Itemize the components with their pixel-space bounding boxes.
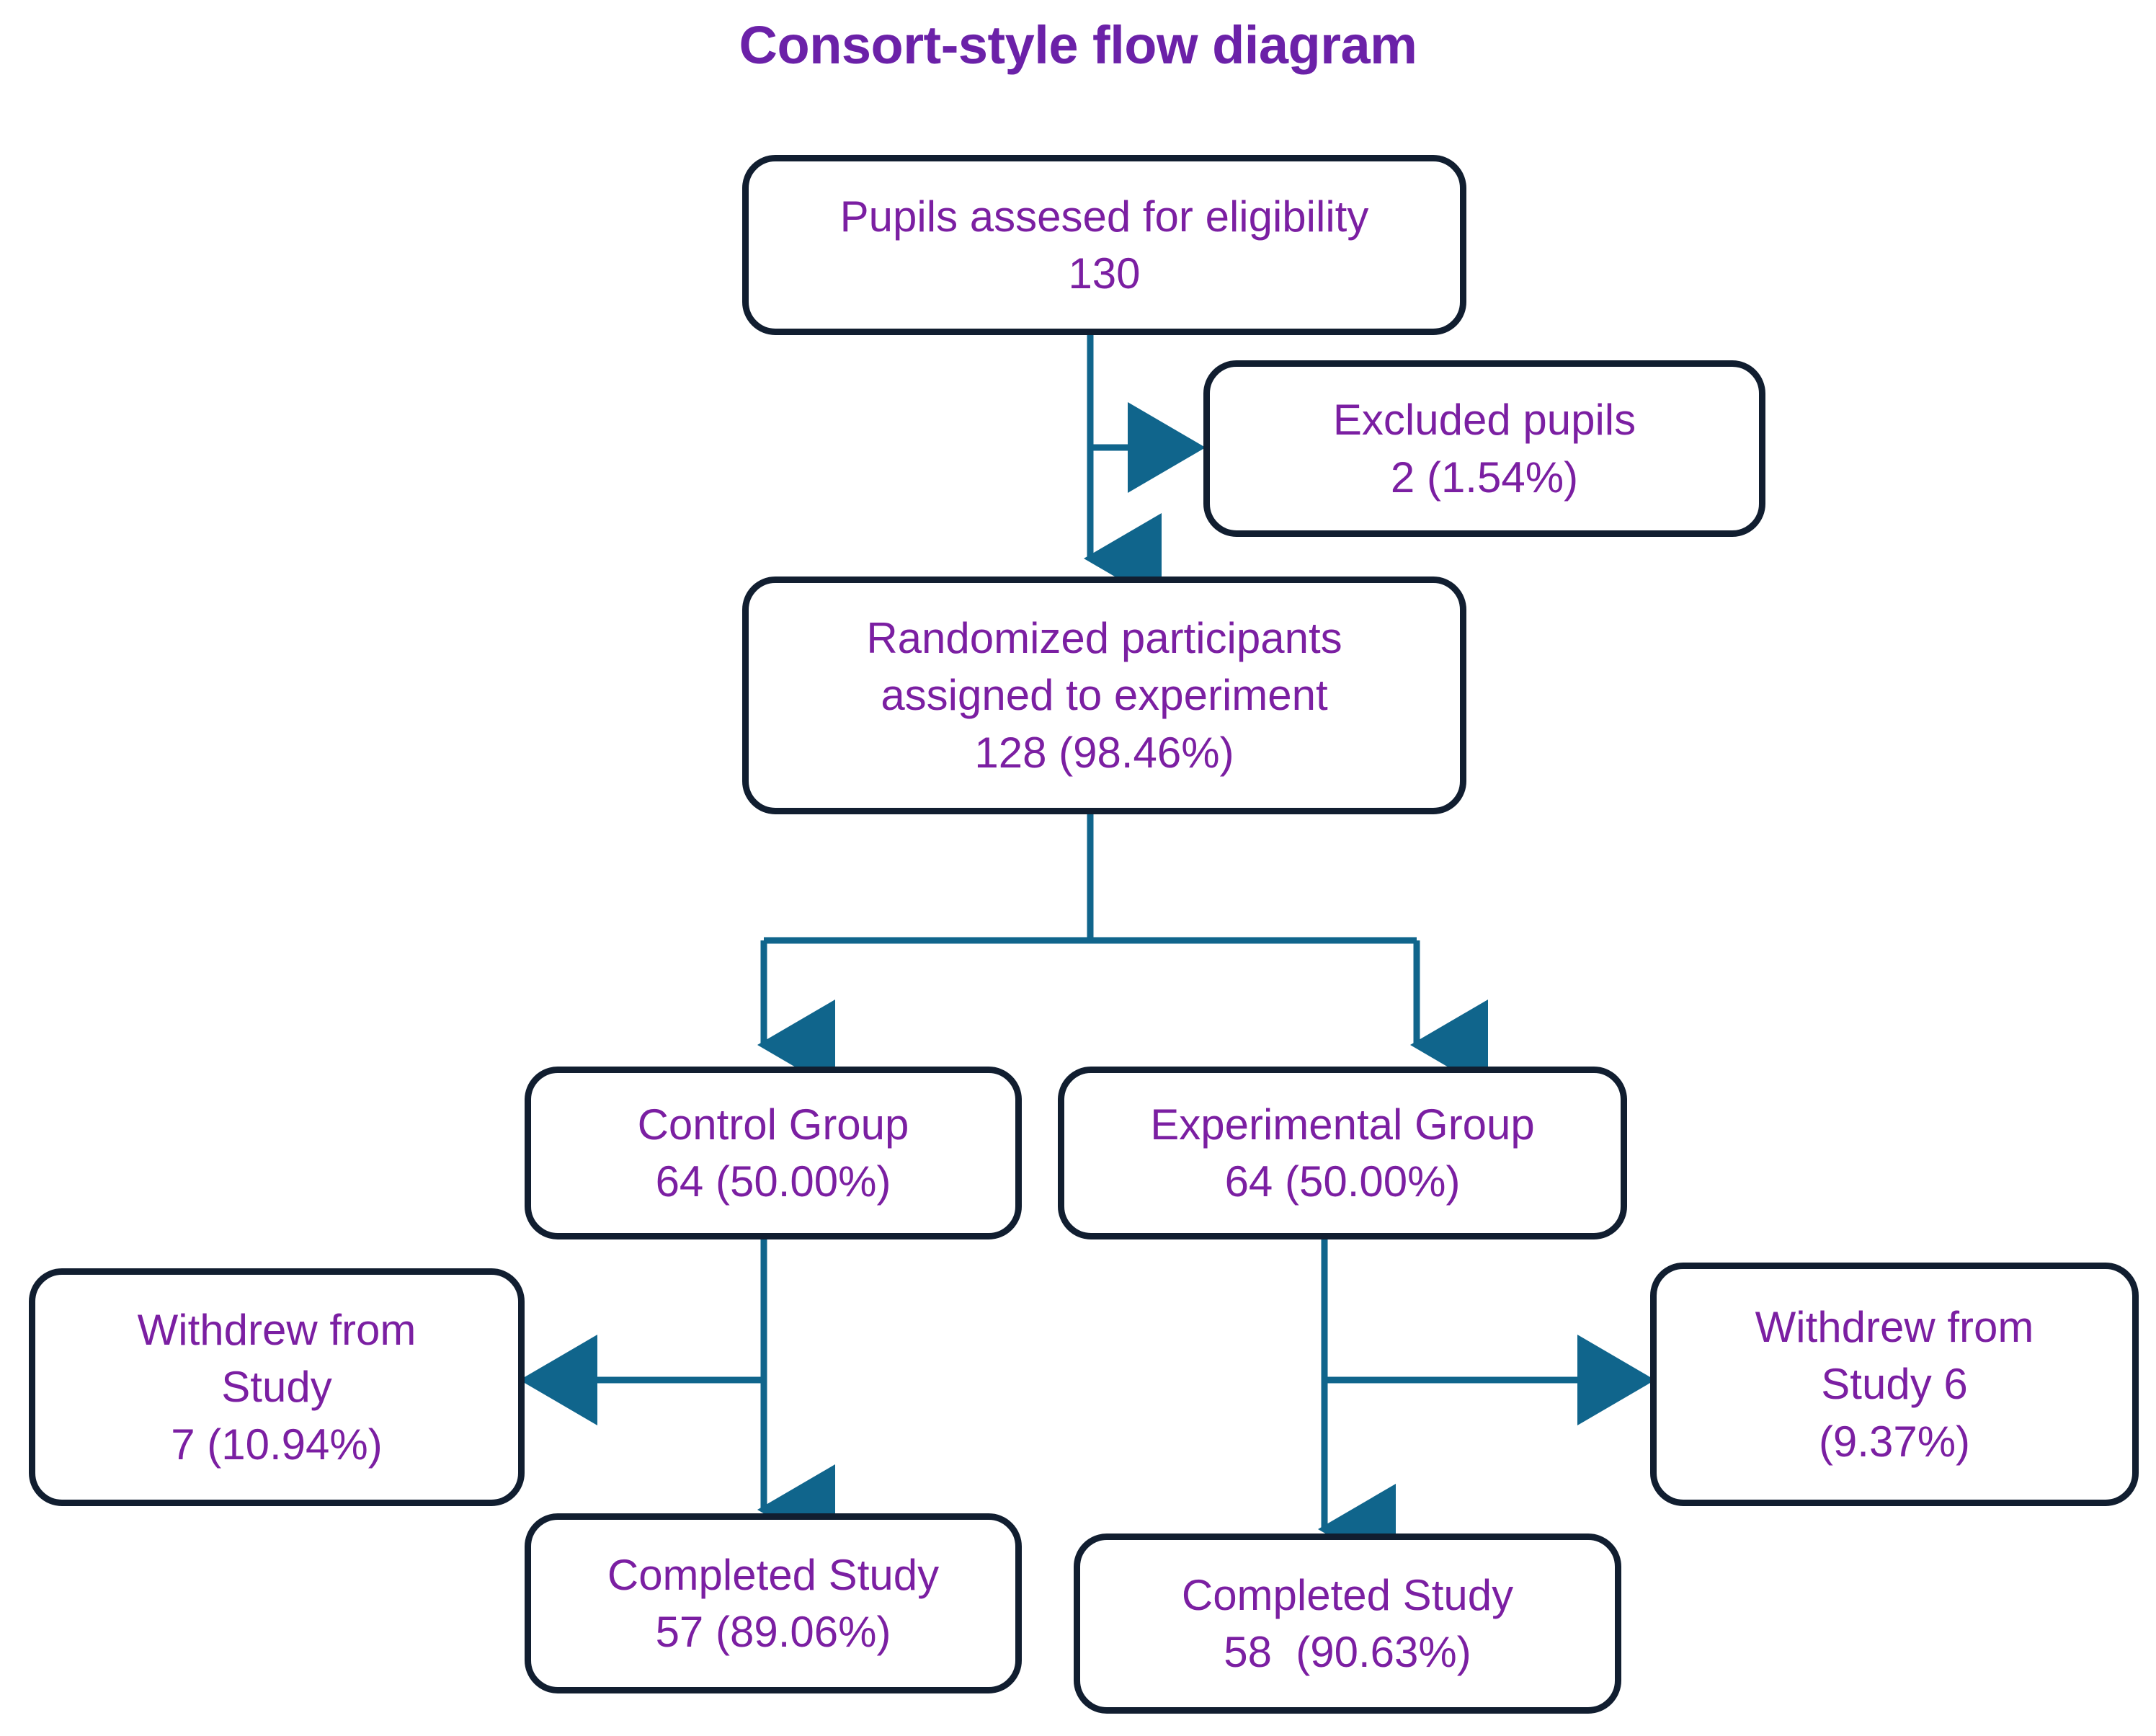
node-line: 57 (89.06%)	[655, 1608, 891, 1656]
page-title: Consort-style flow diagram	[739, 15, 1417, 75]
node-line: assigned to experiment	[881, 671, 1328, 720]
node-completed-control[interactable]: Completed Study 57 (89.06%)	[525, 1513, 1022, 1693]
node-line: 64 (50.00%)	[1224, 1157, 1461, 1206]
node-randomized-participants[interactable]: Randomized participants assigned to expe…	[742, 577, 1466, 814]
node-line: 128 (98.46%)	[974, 728, 1234, 777]
node-line: Excluded pupils	[1332, 396, 1636, 445]
node-withdrew-experimental[interactable]: Withdrew from Study 6 (9.37%)	[1650, 1263, 2139, 1506]
node-line: Completed Study	[1181, 1570, 1514, 1619]
node-line: Study 6	[1821, 1360, 1968, 1409]
node-line: Pupils assesed for eligibility	[839, 192, 1369, 241]
node-experimental-group[interactable]: Experimental Group 64 (50.00%)	[1058, 1067, 1627, 1239]
node-line: 64 (50.00%)	[655, 1157, 891, 1206]
node-line: Withdrew from	[1755, 1303, 2034, 1352]
node-withdrew-control[interactable]: Withdrew from Study 7 (10.94%)	[29, 1268, 525, 1506]
node-line: 130	[1068, 249, 1141, 298]
node-excluded-pupils[interactable]: Excluded pupils 2 (1.54%)	[1203, 360, 1765, 537]
node-line: Completed Study	[607, 1550, 940, 1599]
node-line: Randomized participants	[866, 614, 1342, 663]
node-line: 2 (1.54%)	[1390, 453, 1579, 502]
node-line: (9.37%)	[1818, 1417, 1971, 1466]
node-line: Control Group	[637, 1100, 909, 1149]
node-completed-experimental[interactable]: Completed Study 58 (90.63%)	[1074, 1534, 1621, 1714]
node-pupils-assessed[interactable]: Pupils assesed for eligibility 130	[742, 155, 1466, 335]
node-control-group[interactable]: Control Group 64 (50.00%)	[525, 1067, 1022, 1239]
node-line: Study	[221, 1363, 332, 1412]
node-line: 58 (90.63%)	[1224, 1628, 1471, 1676]
node-line: 7 (10.94%)	[171, 1420, 383, 1469]
node-line: Experimental Group	[1150, 1100, 1535, 1149]
node-line: Withdrew from	[137, 1306, 416, 1355]
